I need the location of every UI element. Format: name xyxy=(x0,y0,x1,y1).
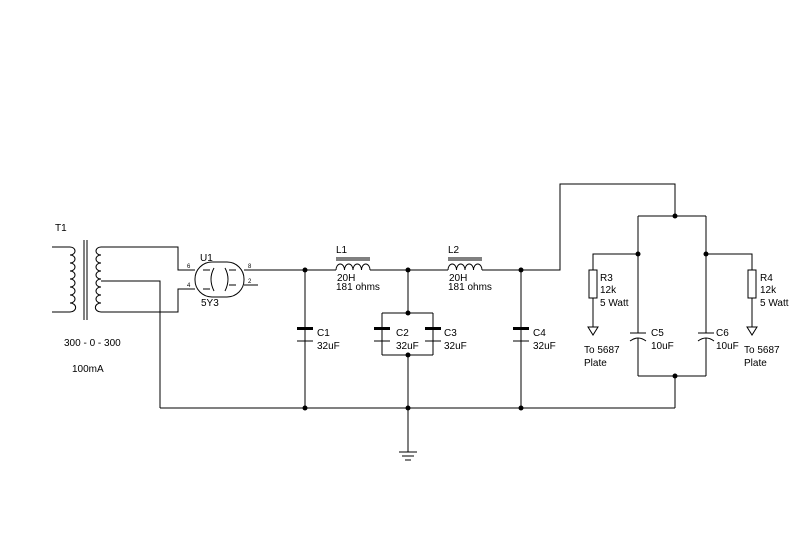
u1-ref: U1 xyxy=(200,253,213,264)
c4-value: 32uF xyxy=(533,341,556,352)
tube-plate-icon xyxy=(224,267,229,292)
u1-pin-label: 2 xyxy=(248,279,252,285)
output-arrow-icon xyxy=(746,326,758,336)
junction-dot xyxy=(405,267,411,273)
c4-ref: C4 xyxy=(533,328,546,339)
c5-value: 10uF xyxy=(651,341,674,352)
capacitor-c1: C1 32uF xyxy=(297,327,340,352)
capacitor-plate-icon xyxy=(513,327,529,330)
l1-value: 20H xyxy=(337,273,355,284)
junctions xyxy=(302,213,709,411)
junction-dot xyxy=(672,213,678,219)
junction-dot xyxy=(703,251,709,257)
u1-value: 5Y3 xyxy=(201,298,219,309)
resistor-body-icon xyxy=(747,269,757,299)
wire-l2-out xyxy=(482,183,676,271)
l2-value: 20H xyxy=(449,273,467,284)
r3-destination-2: Plate xyxy=(584,358,607,369)
inductor-l2: L2 20H 181 ohms xyxy=(447,245,492,293)
r4-value: 12k xyxy=(760,285,777,296)
junction-dot xyxy=(405,310,411,316)
c1-ref: C1 xyxy=(317,328,330,339)
capacitor-plate-icon xyxy=(425,327,441,330)
junction-dot xyxy=(672,373,678,379)
r3-value: 12k xyxy=(600,285,617,296)
c5-ref: C5 xyxy=(651,328,664,339)
tube-envelope-icon xyxy=(194,261,245,298)
r4-destination: To 5687 xyxy=(744,345,780,356)
t1-ref: T1 xyxy=(55,223,67,234)
ground-symbol xyxy=(399,451,417,461)
capacitor-c4: C4 32uF xyxy=(513,327,556,352)
r4-destination-2: Plate xyxy=(744,358,767,369)
junction-dot xyxy=(518,267,524,273)
transformer-t1: T1 300 - 0 - 300 100mA xyxy=(52,223,121,375)
r4-ref: R4 xyxy=(760,273,773,284)
capacitor-c6: C6 10uF xyxy=(697,327,739,352)
wire-r4-top xyxy=(706,253,753,270)
u1-pin-label: 6 xyxy=(187,264,191,270)
inductor-coil-icon xyxy=(335,263,371,271)
wire-secondary-bottom xyxy=(101,288,195,313)
u1-pin-label: 4 xyxy=(187,283,191,289)
c2-value: 32uF xyxy=(396,341,419,352)
wire-center-tap xyxy=(101,280,161,408)
l1-resistance: 181 ohms xyxy=(336,282,380,293)
capacitor-c2: C2 32uF xyxy=(374,327,419,352)
junction-dot xyxy=(405,405,411,411)
output-arrow-icon xyxy=(587,326,599,336)
rectifier-tube-u1: U1 5Y3 6 4 8 2 xyxy=(187,253,252,309)
junction-dot xyxy=(302,405,308,411)
capacitor-plate-icon xyxy=(374,327,390,330)
c3-ref: C3 xyxy=(444,328,457,339)
t1-rating: 300 - 0 - 300 xyxy=(64,338,121,349)
capacitor-c3: C3 32uF xyxy=(425,327,467,352)
r3-destination: To 5687 xyxy=(584,345,620,356)
junction-dot xyxy=(302,267,308,273)
junction-dot xyxy=(405,352,411,358)
capacitor-c5: C5 10uF xyxy=(629,327,674,352)
r4-power: 5 Watt xyxy=(760,298,789,309)
l2-resistance: 181 ohms xyxy=(448,282,492,293)
wire-r3-top xyxy=(592,253,638,270)
c3-value: 32uF xyxy=(444,341,467,352)
l2-ref: L2 xyxy=(448,245,460,256)
resistor-r3: R3 12k 5 Watt To 5687 Plate xyxy=(584,269,629,369)
junction-dot xyxy=(518,405,524,411)
u1-pin-label: 8 xyxy=(248,264,252,270)
tube-plate-icon xyxy=(210,267,215,292)
primary-coil-icon xyxy=(69,246,77,313)
junction-dot xyxy=(635,251,641,257)
wire-secondary-top xyxy=(101,246,195,271)
l1-ref: L1 xyxy=(336,245,348,256)
c6-ref: C6 xyxy=(716,328,729,339)
c1-value: 32uF xyxy=(317,341,340,352)
resistor-body-icon xyxy=(588,269,598,299)
c6-value: 10uF xyxy=(716,341,739,352)
secondary-coil-icon xyxy=(94,246,102,313)
t1-current: 100mA xyxy=(72,364,104,375)
resistor-r4: R4 12k 5 Watt To 5687 Plate xyxy=(744,269,789,369)
inductor-l1: L1 20H 181 ohms xyxy=(335,245,380,293)
r3-power: 5 Watt xyxy=(600,298,629,309)
capacitor-plate-icon xyxy=(297,327,313,330)
c2-ref: C2 xyxy=(396,328,409,339)
inductor-coil-icon xyxy=(447,263,483,271)
wires xyxy=(101,183,753,452)
r3-ref: R3 xyxy=(600,273,613,284)
